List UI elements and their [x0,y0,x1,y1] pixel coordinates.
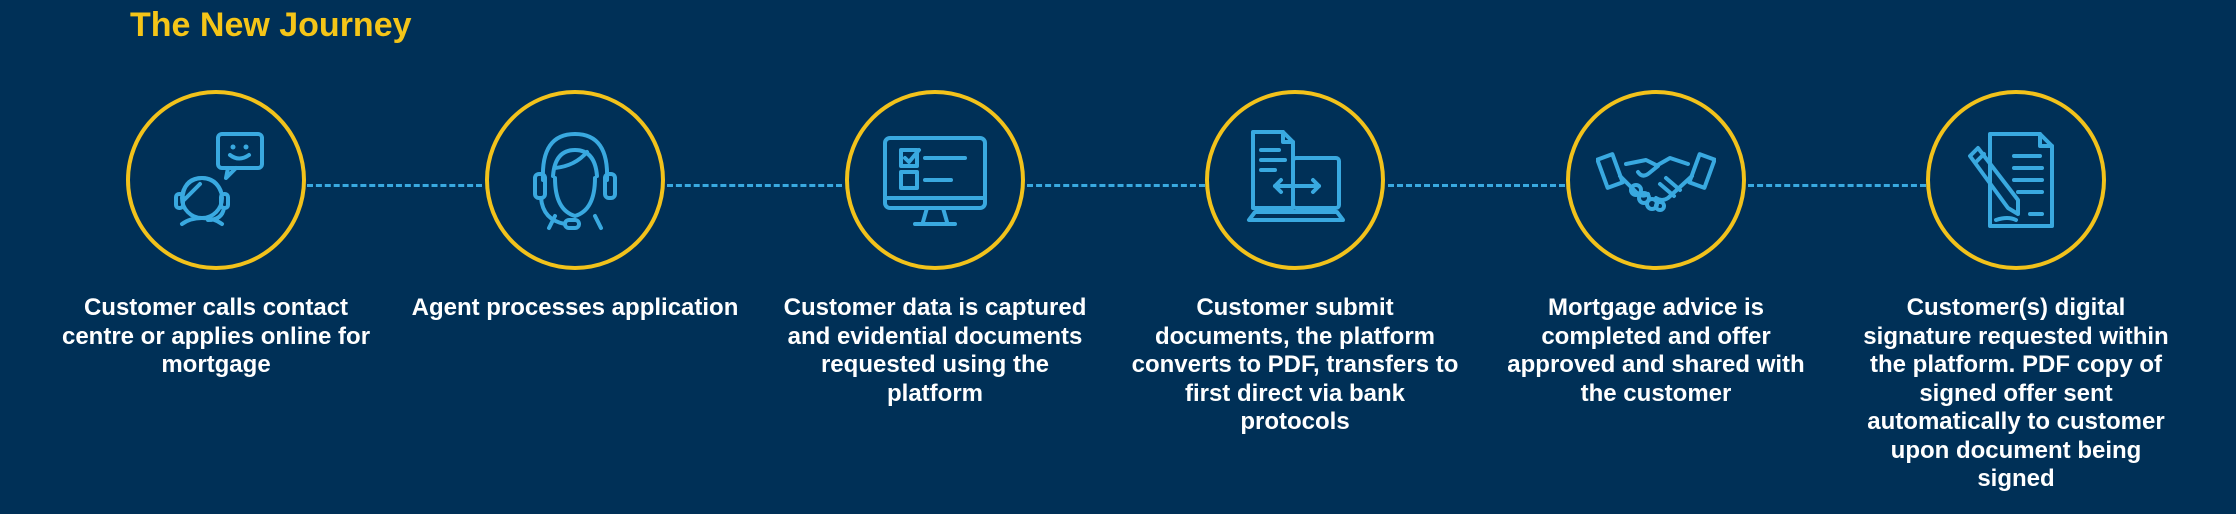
connector-line [1027,184,1205,187]
step-circle [1926,90,2106,270]
step-description: Customer data is captured and evidential… [783,294,1087,407]
step-description: Mortgage advice is completed and offer a… [1507,294,1805,407]
step-circle [485,90,665,270]
page-title: The New Journey [130,6,412,44]
journey-step-6: Customer(s) digital signature requested … [1846,90,2186,494]
step-description: Customer submit documents, the platform … [1131,294,1459,435]
journey-step-2: Agent processes application [405,90,745,323]
journey-step-5: Mortgage advice is completed and offer a… [1486,90,1826,408]
journey-step-1: Customer calls contact centre or applies… [46,90,386,380]
step-description: Customer calls contact centre or applies… [61,294,371,378]
step-description: Customer(s) digital signature requested … [1863,294,2169,492]
agent-headset-icon [533,132,617,230]
customer-chat-icon [174,132,264,226]
step-circle [845,90,1025,270]
handshake-icon [1596,152,1716,212]
connector-line [667,184,842,187]
document-transfer-laptop-icon [1247,130,1345,222]
monitor-checklist-icon [883,136,987,226]
step-description: Agent processes application [411,294,739,321]
signature-document-icon [1968,132,2054,228]
step-circle [126,90,306,270]
journey-step-4: Customer submit documents, the platform … [1125,90,1465,437]
connector-line [1748,184,1926,187]
step-circle [1566,90,1746,270]
journey-step-3: Customer data is captured and evidential… [765,90,1105,408]
connector-line [307,184,482,187]
connector-line [1388,184,1565,187]
step-circle [1205,90,1385,270]
